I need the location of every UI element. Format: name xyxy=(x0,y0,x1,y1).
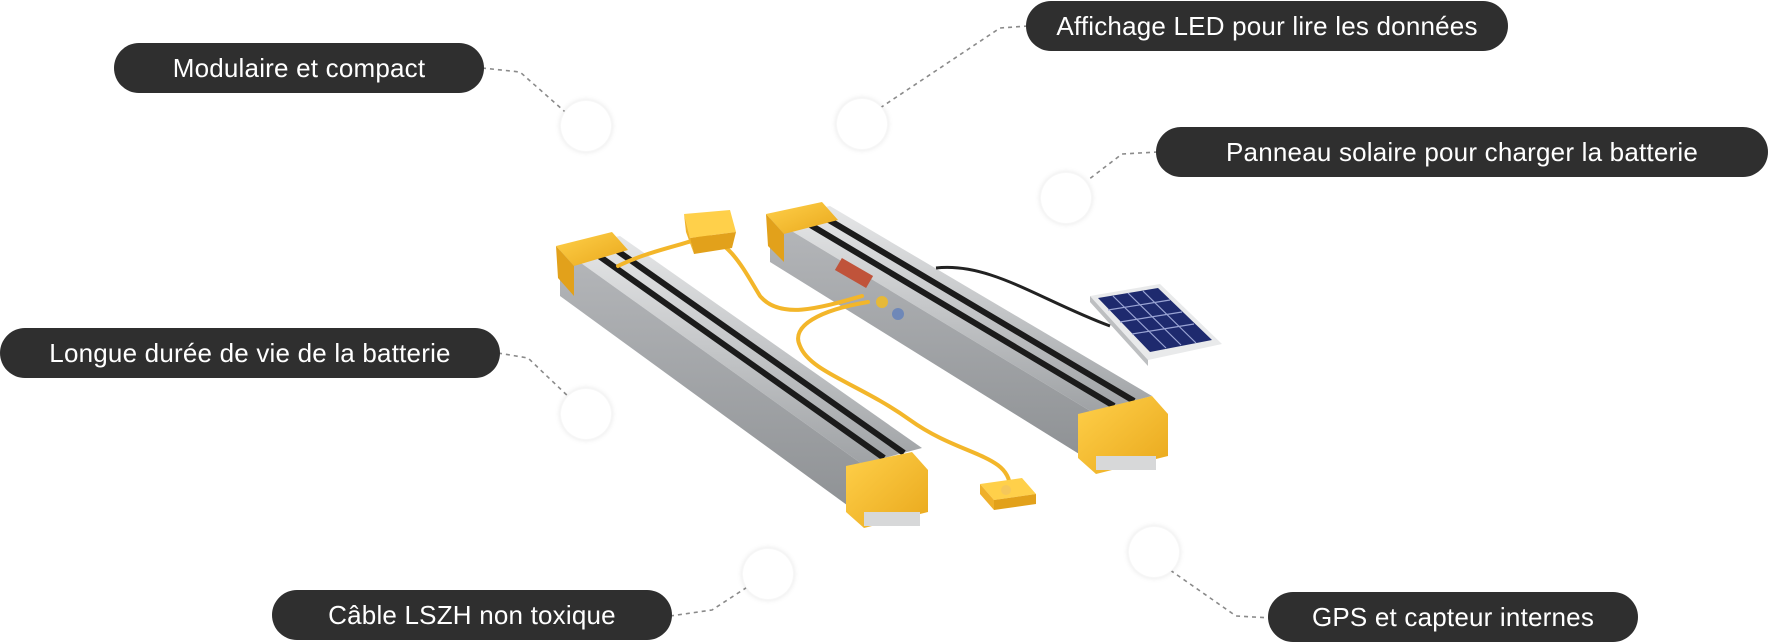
leader-lines xyxy=(481,25,1273,619)
left-rail-groove xyxy=(600,237,906,456)
solar-panel-cable xyxy=(935,265,1111,328)
left-sensor-rail xyxy=(556,232,928,528)
leader-line-modular xyxy=(481,67,573,119)
hotspot-cable[interactable] xyxy=(742,548,794,600)
leader-line-gps xyxy=(1169,569,1273,619)
feature-label-modular: Modulaire et compact xyxy=(114,43,484,93)
solar-panel-frame-edge xyxy=(1090,296,1148,366)
feature-label-led-display: Affichage LED pour lire les données xyxy=(1026,1,1508,51)
left-rail-side xyxy=(560,248,862,516)
left-rail-end-cap-side xyxy=(556,246,574,296)
solar-panel xyxy=(935,265,1222,366)
connector-port xyxy=(892,308,904,320)
right-rail-groove xyxy=(810,207,1136,404)
left-rail-groove xyxy=(580,241,886,461)
hotspot-modular[interactable] xyxy=(560,100,612,152)
led-display xyxy=(834,257,874,289)
right-rail-groove xyxy=(790,211,1116,409)
right-rail-end-cap-bottom xyxy=(1078,396,1168,474)
right-rail-end-cap-top xyxy=(766,202,838,234)
right-rail-foot xyxy=(1096,456,1156,470)
right-rail-end-cap-side xyxy=(766,214,784,262)
hotspot-led-display[interactable] xyxy=(836,98,888,150)
left-rail-foot xyxy=(864,512,920,526)
feature-label-battery-life: Longue durée de vie de la batterie xyxy=(0,328,500,378)
leader-line-solar xyxy=(1087,151,1159,181)
left-rail-end-cap-bottom xyxy=(846,452,928,528)
hotspot-solar-panel[interactable] xyxy=(1040,172,1092,224)
hotspot-gps[interactable] xyxy=(1128,526,1180,578)
feature-label-cable: Câble LSZH non toxique xyxy=(272,590,672,640)
hotspot-battery-life[interactable] xyxy=(560,388,612,440)
leader-line-battery xyxy=(497,352,573,401)
connector-port xyxy=(876,296,888,308)
gps-sensor-puck xyxy=(980,478,1036,510)
leader-line-cable xyxy=(669,583,753,617)
leader-line-led xyxy=(879,25,1029,109)
feature-label-solar-panel: Panneau solaire pour charger la batterie xyxy=(1156,127,1768,177)
right-sensor-rail xyxy=(766,202,1168,474)
left-rail-end-cap-top xyxy=(556,232,628,266)
feature-label-gps: GPS et capteur internes xyxy=(1268,592,1638,642)
junction-box xyxy=(684,210,736,254)
